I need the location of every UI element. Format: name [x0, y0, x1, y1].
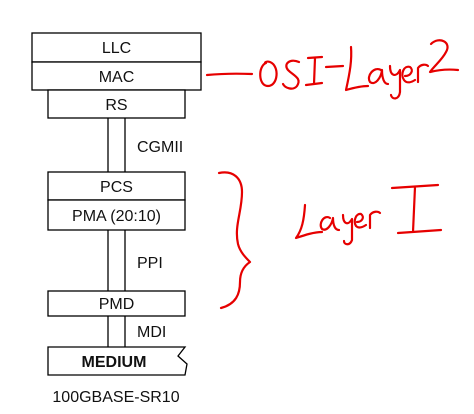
pcs-label: PCS: [100, 179, 133, 196]
pmd-box: [47, 290, 186, 317]
curly-brace: [217, 171, 252, 310]
pmd-label: PMD: [99, 296, 135, 313]
llc-box: [31, 32, 202, 63]
ppi-interface: [107, 230, 126, 291]
annotation-pointer-line: [205, 72, 254, 77]
pma-label: PMA (20:10): [72, 208, 161, 225]
lower-annotation: [217, 171, 443, 310]
pcs-box: [47, 171, 186, 201]
pma-box: [47, 199, 186, 231]
cgmii-interface: [107, 118, 126, 172]
mdi-label: MDI: [137, 324, 166, 341]
upper-annotation: [205, 39, 460, 100]
llc-label: LLC: [102, 40, 131, 57]
standard-caption: 100GBASE-SR10: [52, 389, 179, 406]
mdi-interface: [107, 316, 126, 347]
ppi-label: PPI: [137, 255, 163, 272]
mac-box: [31, 61, 202, 91]
rs-box: [47, 89, 186, 119]
cgmii-label: CGMII: [137, 139, 183, 156]
mac-label: MAC: [99, 69, 135, 86]
medium-box: [47, 346, 188, 376]
rs-label: RS: [105, 97, 127, 114]
medium-label: MEDIUM: [82, 354, 147, 371]
